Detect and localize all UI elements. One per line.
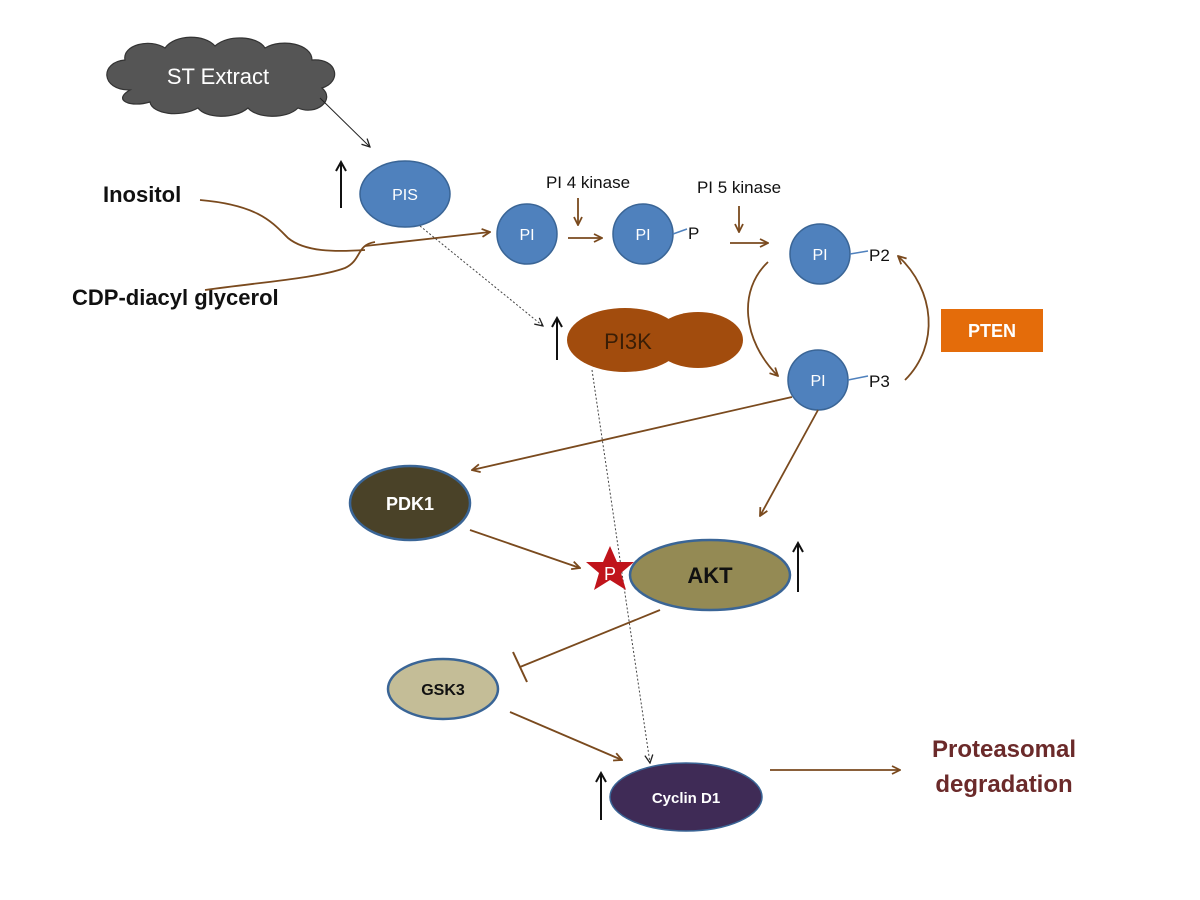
arrow-to-pi-1 — [364, 232, 490, 247]
inhibit-bar — [512, 651, 528, 683]
arrow-pip3-to-akt — [760, 409, 819, 516]
pdk1-label: PDK1 — [386, 494, 434, 514]
p3-label: P3 — [869, 372, 890, 391]
pis-label: PIS — [392, 187, 418, 204]
pdk1-node — [348, 464, 472, 542]
degradation-label: degradation — [935, 771, 1072, 798]
pi5-kinase-label: PI 5 kinase — [697, 178, 781, 197]
pi3k-label: PI3K — [604, 329, 652, 354]
inositol-label: Inositol — [103, 182, 181, 207]
pten-label: PTEN — [968, 321, 1016, 341]
p2-label: P2 — [869, 246, 890, 265]
inhibit-akt-to-gsk3 — [519, 609, 661, 668]
pi3k-node — [567, 308, 743, 372]
cdp-curve — [204, 241, 376, 291]
pten-box — [941, 309, 1043, 352]
arrow-p2-to-p3 — [747, 261, 778, 376]
arrow-p3-to-p2-pten — [898, 256, 930, 381]
arrow-pdk1-to-akt — [469, 529, 580, 568]
inositol-curve — [199, 199, 366, 252]
arrow-gsk3-to-cyclin-d1 — [509, 711, 622, 760]
pi-label-3: PI — [812, 247, 827, 264]
cyclin-d1-label: Cyclin D1 — [652, 790, 720, 807]
cyclin-d1-node — [609, 762, 763, 832]
p3-bond — [847, 375, 869, 381]
cdp-diacyl-glycerol-label: CDP-diacyl glycerol — [72, 285, 279, 310]
p-bond — [672, 228, 688, 235]
proteasomal-label: Proteasomal — [932, 736, 1076, 763]
phospho-star-icon — [586, 546, 634, 590]
st-extract-label: ST Extract — [167, 64, 269, 89]
pi-node-1 — [496, 203, 558, 265]
arrow-pip3-to-pdk1 — [472, 396, 793, 470]
pi-label-2: PI — [635, 227, 650, 244]
pis-node — [359, 160, 451, 228]
p2-bond — [849, 250, 869, 255]
arrow-pis-to-pi3k — [419, 225, 543, 326]
st-extract-cloud — [106, 36, 336, 117]
pi-label-1: PI — [519, 227, 534, 244]
phospho-label: P — [604, 564, 616, 584]
p-label: P — [688, 224, 699, 243]
pi4-kinase-label: PI 4 kinase — [546, 173, 630, 192]
gsk3-node — [386, 657, 500, 721]
akt-label: AKT — [687, 563, 733, 588]
pi-label-4: PI — [810, 373, 825, 390]
arrow-st-to-pis — [319, 97, 370, 147]
akt-node — [628, 538, 792, 612]
gsk3-label: GSK3 — [421, 682, 465, 699]
